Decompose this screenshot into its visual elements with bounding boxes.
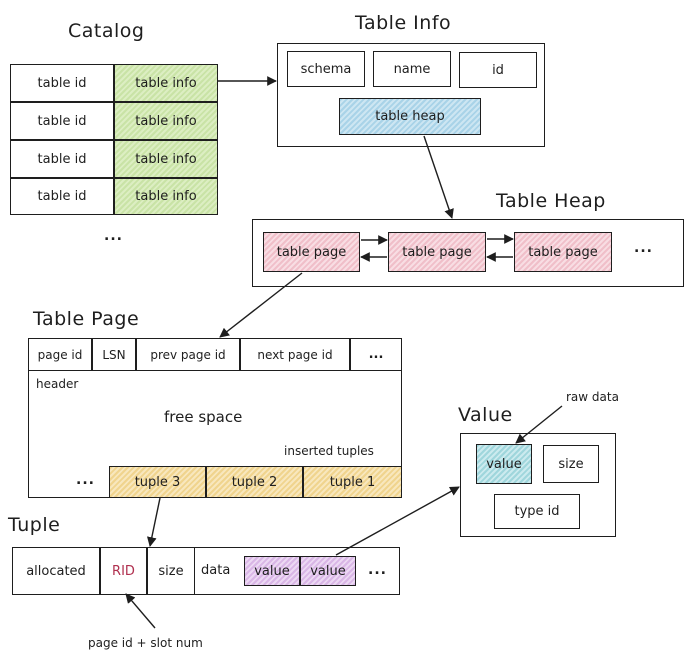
tuple-value[interactable]: value (244, 556, 300, 586)
raw-data-annotation: raw data (566, 390, 619, 404)
catalog-table-id: table id (10, 140, 114, 178)
table-info-heap[interactable]: table heap (339, 98, 481, 135)
table-heap-page[interactable]: table page (514, 232, 612, 272)
page-header-page-id: page id (28, 338, 92, 371)
page-tuples-ellipsis: ... (76, 472, 95, 488)
catalog-ellipsis: ... (104, 228, 123, 244)
catalog-title: Catalog (68, 20, 145, 42)
page-header-label: header (36, 377, 79, 391)
arrow-heap-to-table-heap (423, 135, 454, 219)
catalog-table-info[interactable]: table info (114, 64, 218, 102)
catalog-table-info[interactable]: table info (114, 102, 218, 140)
table-info-title: Table Info (355, 12, 452, 34)
page-header-next-page-id: next page id (240, 338, 350, 371)
catalog-table-info[interactable]: table info (114, 140, 218, 178)
catalog-table-id: table id (10, 102, 114, 140)
value-size: size (543, 445, 599, 483)
table-heap-page[interactable]: table page (263, 232, 360, 272)
table-page-title: Table Page (33, 308, 140, 330)
arrow-tuple3-to-tuple (147, 497, 161, 547)
page-inserted-tuples-label: inserted tuples (284, 444, 374, 458)
tuple-ellipsis: ... (368, 562, 387, 578)
page-header-lsn: LSN (92, 338, 136, 371)
catalog-table-info[interactable]: table info (114, 178, 218, 215)
table-info-id: id (459, 52, 537, 88)
value-type-id: type id (494, 494, 580, 529)
tuple-data-label: data (201, 563, 231, 578)
page-header-ellipsis: ... (350, 338, 402, 371)
page-tuple[interactable]: tuple 3 (109, 466, 206, 498)
tuple-value[interactable]: value (300, 556, 356, 586)
catalog-table-id: table id (10, 64, 114, 102)
value-raw[interactable]: value (476, 444, 532, 484)
tuple-allocated: allocated (12, 547, 100, 595)
table-heap-page[interactable]: table page (388, 232, 486, 272)
page-header-prev-page-id: prev page id (136, 338, 240, 371)
page-tuple[interactable]: tuple 2 (206, 466, 303, 498)
catalog-table-id: table id (10, 178, 114, 215)
table-info-schema: schema (287, 51, 365, 87)
arrow-rid-annotation (125, 593, 156, 629)
tuple-title: Tuple (8, 514, 61, 536)
table-info-name: name (373, 51, 451, 87)
rid-annotation: page id + slot num (88, 636, 203, 650)
page-free-space: free space (164, 408, 243, 426)
value-title: Value (458, 404, 513, 426)
tuple-size: size (147, 547, 195, 595)
table-heap-ellipsis: ... (634, 240, 653, 256)
table-heap-title: Table Heap (496, 190, 606, 212)
page-tuple[interactable]: tuple 1 (303, 466, 402, 498)
tuple-rid[interactable]: RID (100, 547, 147, 595)
